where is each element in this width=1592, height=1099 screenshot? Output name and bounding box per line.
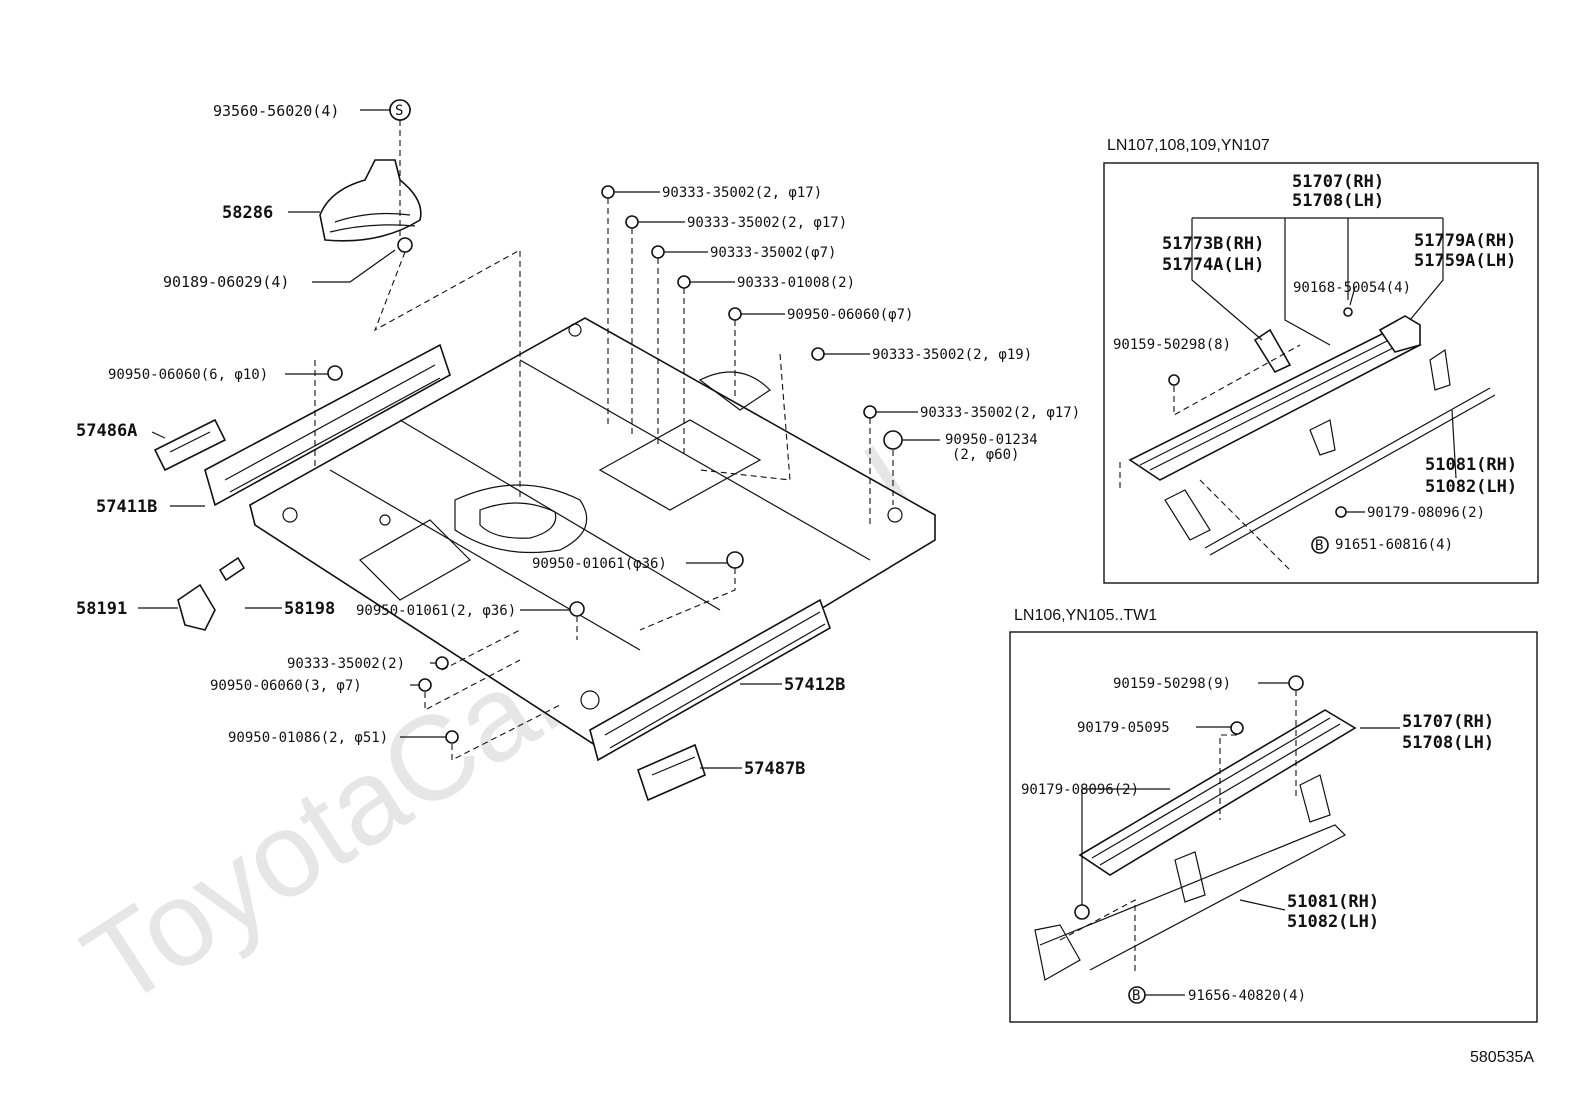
lower-label-90179-05095: 90179-05095 — [1077, 720, 1170, 736]
rail-57411b — [204, 343, 451, 507]
assembly-dash-lines — [314, 120, 894, 761]
upper-labels: 51707(RH) 51708(LH) 51773B(RH) 51774A(LH… — [1113, 172, 1517, 554]
lower-step-assembly — [1034, 675, 1357, 981]
lower-label-90179-08096: 90179-08096(2) — [1021, 782, 1139, 798]
label-58191: 58191 — [76, 599, 127, 619]
main-labels: 93560-56020(4) 58286 90189-06029(4) 9095… — [76, 102, 1080, 779]
lower-label-51708: 51708(LH) — [1402, 733, 1494, 753]
label-90333-35002-6: 90333-35002(2, φ17) — [920, 405, 1080, 421]
clip-58198 — [218, 556, 246, 582]
marker-s — [389, 99, 411, 121]
cover-57486a — [153, 418, 227, 472]
label-90950-01061-b: 90950-01061(2, φ36) — [356, 603, 516, 619]
label-57486a: 57486A — [76, 421, 137, 441]
label-58286: 58286 — [222, 203, 273, 223]
label-90950-06060-b: 90950-06060(φ7) — [787, 307, 913, 323]
label-90950-01061-a: 90950-01061(φ36) — [532, 556, 667, 572]
leader-lines — [138, 109, 940, 769]
upper-variant-box — [1103, 162, 1539, 584]
upper-label-90179: 90179-08096(2) — [1367, 505, 1485, 521]
upper-label-51081: 51081(RH) — [1425, 455, 1517, 475]
label-90950-06060-a: 90950-06060(6, φ10) — [108, 367, 268, 383]
upper-label-51708: 51708(LH) — [1292, 191, 1384, 211]
upper-label-51773b: 51773B(RH) — [1162, 234, 1264, 254]
label-90333-35002-5: 90333-35002(2, φ19) — [872, 347, 1032, 363]
lower-label-51082: 51082(LH) — [1287, 912, 1379, 932]
rail-57412b — [589, 598, 831, 762]
label-90950-01234-note: (2, φ60) — [952, 447, 1019, 463]
lower-marker-b — [1128, 986, 1146, 1004]
label-90950-06060-f: 90950-06060(3, φ7) — [210, 678, 362, 694]
upper-label-51707: 51707(RH) — [1292, 172, 1384, 192]
lower-leaders — [1081, 682, 1400, 996]
lower-variant-title: LN106,YN105..TW1 — [1014, 607, 1157, 624]
upper-marker-b — [1311, 536, 1329, 554]
diagram-code: 580535A — [1470, 1049, 1534, 1066]
label-90333-35002-1: 90333-35002(2, φ17) — [662, 185, 822, 201]
upper-label-90168: 90168-50054(4) — [1293, 280, 1411, 296]
label-57411b: 57411B — [96, 497, 157, 517]
label-90333-35002-2: 90333-35002(2, φ17) — [687, 215, 847, 231]
label-90950-01086: 90950-01086(2, φ51) — [228, 730, 388, 746]
lower-variant-box — [1009, 631, 1538, 1023]
marker-s-label: S — [395, 103, 403, 119]
boot-58286 — [319, 159, 422, 242]
label-90333-01008: 90333-01008(2) — [737, 275, 855, 291]
upper-marker-b-label: B — [1315, 538, 1323, 554]
upper-leaders — [1191, 217, 1457, 546]
upper-label-51774a: 51774A(LH) — [1162, 255, 1264, 275]
label-90189-06029: 90189-06029(4) — [163, 273, 289, 291]
label-57487b: 57487B — [744, 759, 805, 779]
upper-label-51082: 51082(LH) — [1425, 477, 1517, 497]
cover-57487b — [637, 743, 706, 802]
lower-label-51707: 51707(RH) — [1402, 712, 1494, 732]
label-58198: 58198 — [284, 599, 335, 619]
upper-label-51779a: 51779A(RH) — [1414, 231, 1516, 251]
label-93560-56020: 93560-56020(4) — [213, 102, 339, 120]
upper-label-51759a: 51759A(LH) — [1414, 251, 1516, 271]
label-57412b: 57412B — [784, 675, 845, 695]
lower-label-51081: 51081(RH) — [1287, 892, 1379, 912]
lower-label-90159: 90159-50298(9) — [1113, 676, 1231, 692]
upper-step-assembly — [1119, 307, 1496, 571]
lower-labels: 90159-50298(9) 90179-05095 51707(RH) 517… — [1021, 676, 1494, 1004]
bracket-58191 — [177, 583, 216, 631]
label-90333-35002-7: 90333-35002(2) — [287, 656, 405, 672]
label-90950-01234: 90950-01234 — [945, 432, 1038, 448]
upper-label-90159: 90159-50298(8) — [1113, 337, 1231, 353]
upper-label-91651: 91651-60816(4) — [1335, 537, 1453, 553]
lower-label-91656: 91656-40820(4) — [1188, 988, 1306, 1004]
lower-marker-b-label: B — [1132, 988, 1140, 1004]
label-90333-35002-3: 90333-35002(φ7) — [710, 245, 836, 261]
upper-variant-title: LN107,108,109,YN107 — [1107, 137, 1270, 154]
